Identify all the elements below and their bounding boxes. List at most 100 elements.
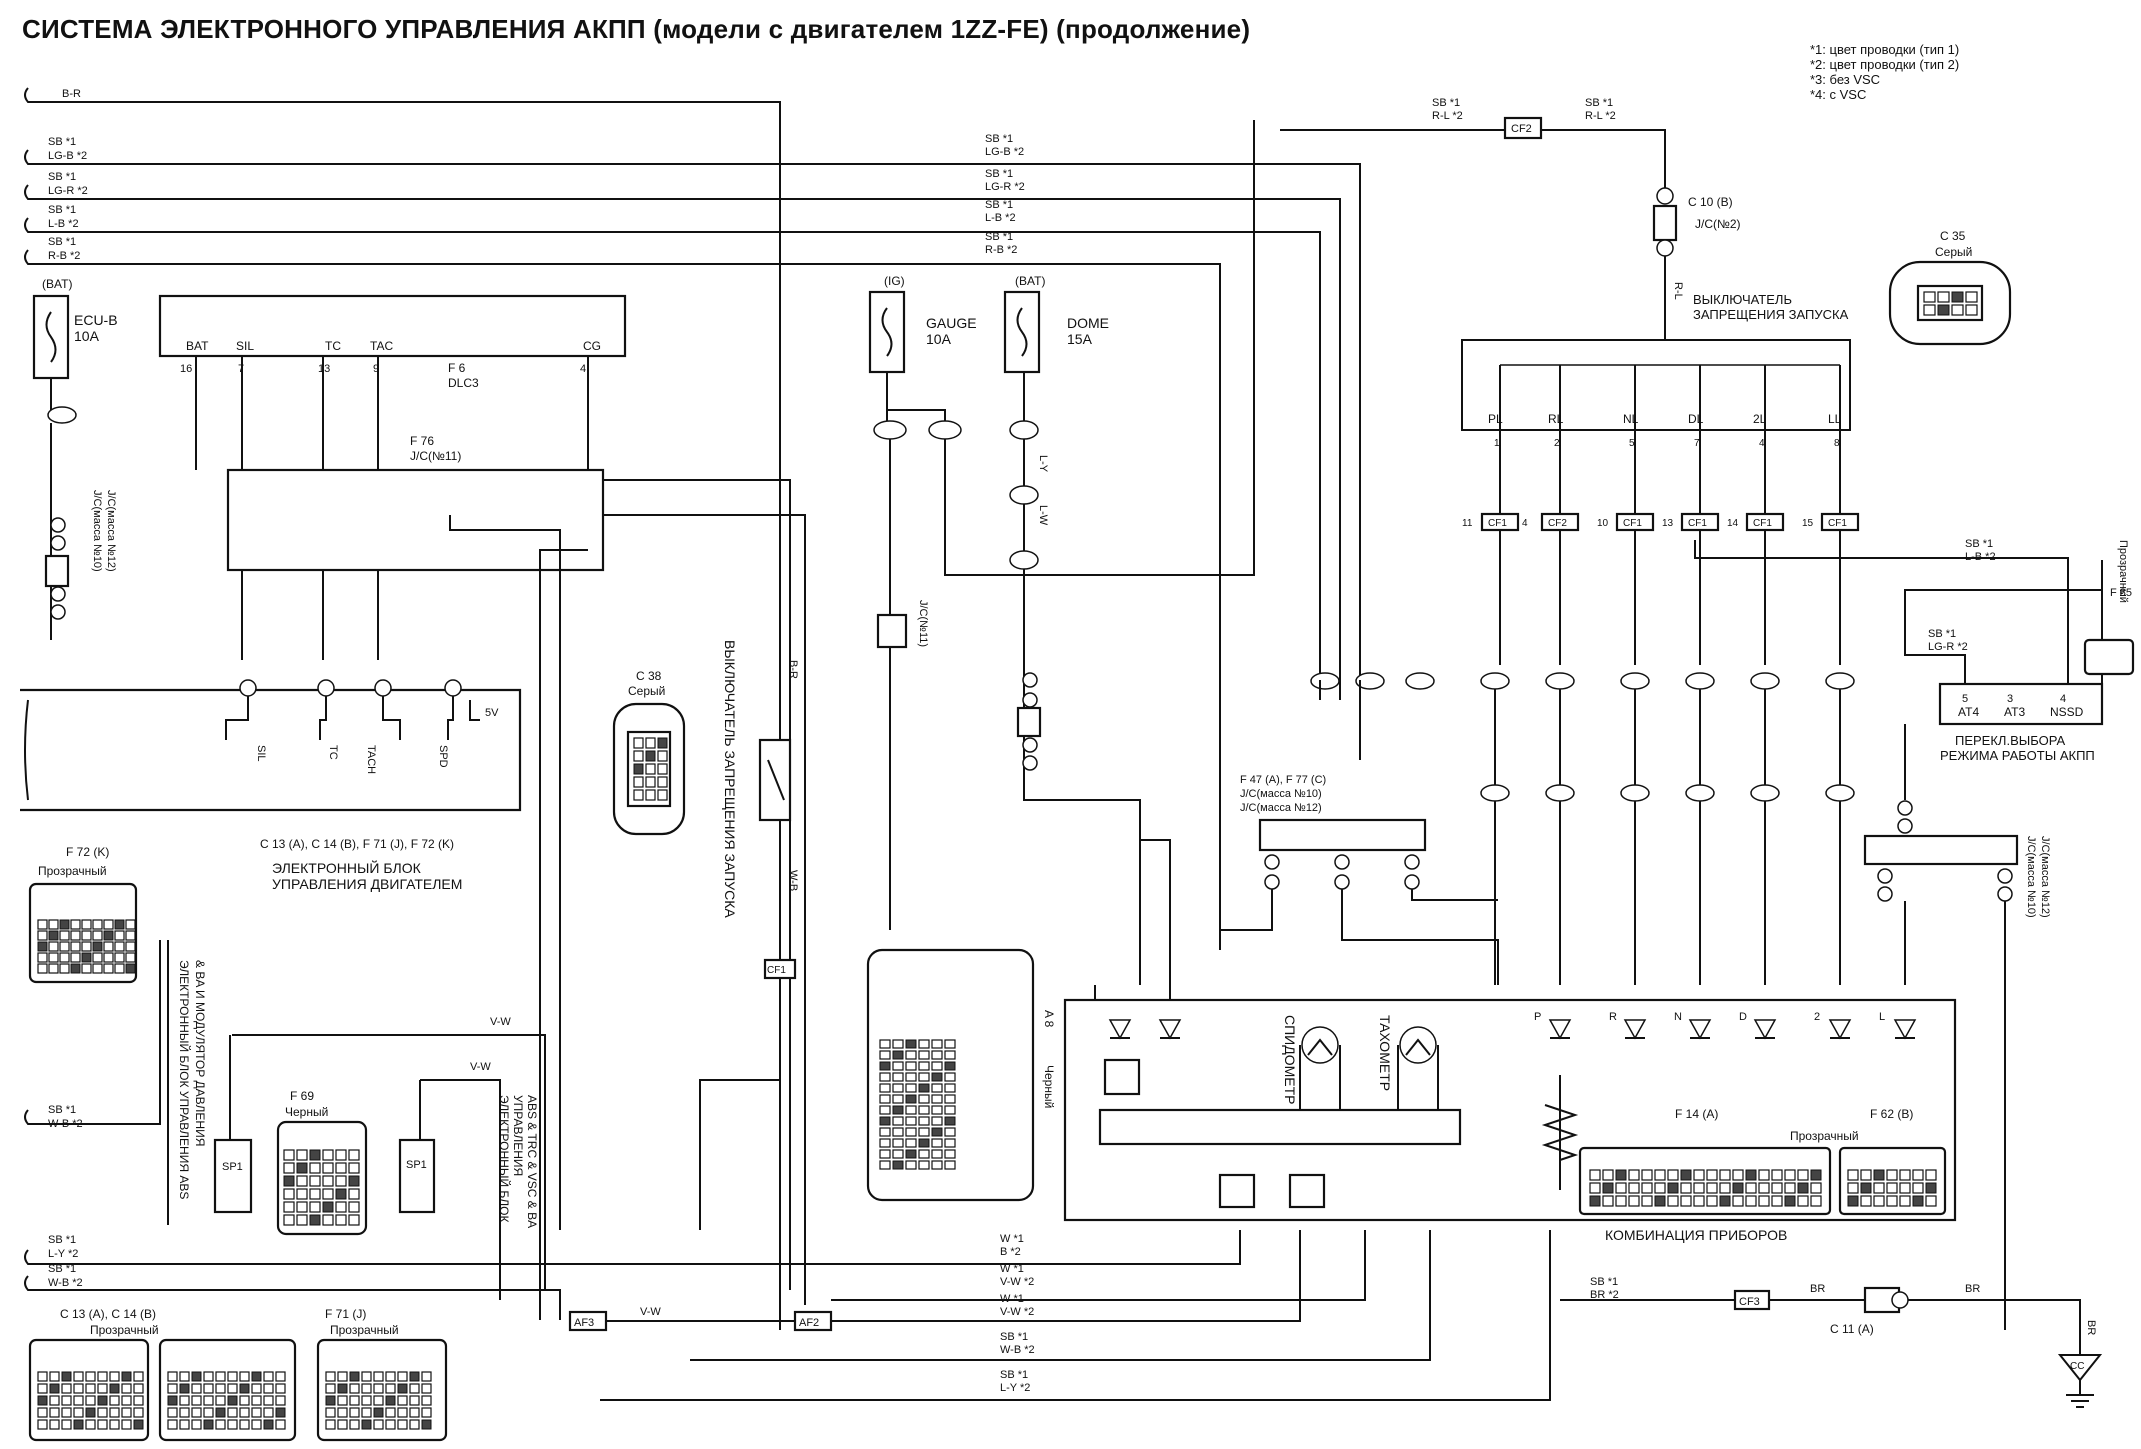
- connector-pin: [167, 1371, 178, 1382]
- connector-pin: [931, 1083, 943, 1093]
- connector-pin: [167, 1383, 178, 1394]
- connector-pin: [263, 1419, 274, 1430]
- dome-wire-l-y: L-Y: [1037, 455, 1049, 473]
- connector-pin: [1923, 291, 1936, 303]
- connector-pin: [918, 1105, 930, 1115]
- connector-pin: [373, 1419, 384, 1430]
- connector-pin: [125, 941, 136, 952]
- connector-pin: [1628, 1169, 1640, 1181]
- f69-label: Черный: [285, 1105, 328, 1119]
- connector-pin: [37, 1383, 48, 1394]
- connector-n: [1825, 784, 1855, 802]
- sp1-right: SP1: [406, 1159, 427, 1171]
- connector-pin: [125, 963, 136, 974]
- connector-pin: [385, 1407, 396, 1418]
- ecu-engine-block: SIL TC TACH SPD 5V C 13 (A), C 14 (B), F…: [20, 679, 522, 892]
- connector-pin: [409, 1371, 420, 1382]
- connector-pin: [61, 1419, 72, 1430]
- shift-position-label: RL: [1548, 412, 1564, 426]
- wire-label-sb1-a: SB *1: [48, 136, 76, 148]
- connector-pin: [239, 1383, 250, 1394]
- connector-pin: [275, 1395, 286, 1406]
- ecu-name-1: ЭЛЕКТРОННЫЙ БЛОК: [272, 859, 422, 876]
- connector-pin: [1680, 1182, 1692, 1194]
- connector-pin: [892, 1127, 904, 1137]
- connector-o: [1480, 672, 1510, 690]
- dlc3-pin-num-9: 9: [373, 363, 379, 375]
- led-label: D: [1739, 1011, 1747, 1023]
- connector-pin: [944, 1072, 956, 1082]
- connector-pin: [37, 941, 48, 952]
- connector-pin: [191, 1395, 202, 1406]
- connector-pin: [348, 1162, 360, 1174]
- dlc3-ref: F 6: [448, 361, 466, 375]
- wire-label-lgr2-a: LG-R *2: [48, 185, 88, 197]
- connector-pin: [203, 1371, 214, 1382]
- connector-pin: [633, 737, 644, 749]
- connector-pin: [1719, 1195, 1731, 1207]
- wire-sb1-cf3: SB *1: [1590, 1276, 1618, 1288]
- connector-pin: [109, 1371, 120, 1382]
- connector-pin: [121, 1395, 132, 1406]
- wire-label-sb1-g: SB *1: [985, 199, 1013, 211]
- connector-pin: [322, 1162, 334, 1174]
- cluster-ref-a: F 14 (A): [1675, 1107, 1718, 1121]
- mode-wire-lb2: L-B *2: [1965, 551, 1996, 563]
- connector-pin: [283, 1201, 295, 1213]
- connector-pin: [61, 1407, 72, 1418]
- connector-pin: [92, 930, 103, 941]
- connector-pin: [373, 1395, 384, 1406]
- connector-n: [1620, 784, 1650, 802]
- connector-pin: [48, 941, 59, 952]
- connector-pin: [1965, 304, 1978, 316]
- connector-pin: [1797, 1182, 1809, 1194]
- connector-pin: [879, 1116, 891, 1126]
- connector-pin: [227, 1407, 238, 1418]
- connector-pin: [325, 1419, 336, 1430]
- connector-pin: [931, 1127, 943, 1137]
- connector-pin: [879, 1160, 891, 1170]
- connector-pin: [49, 1371, 60, 1382]
- abs-blocks: SP1 ЭЛЕКТРОННЫЙ БЛОК УПРАВЛЕНИЯ ABS & BA…: [167, 940, 546, 1300]
- f85-label: Прозрачный: [2117, 540, 2129, 603]
- connector-pin: [191, 1419, 202, 1430]
- connector-pin: [179, 1395, 190, 1406]
- wire-sb1-bot-a: SB *1: [1000, 1331, 1028, 1343]
- jc11-name: J/C(№11): [410, 449, 461, 463]
- connector-pin: [409, 1407, 420, 1418]
- connector-pin: [322, 1201, 334, 1213]
- jc-mass-10-label: J/C(масса №10): [91, 490, 103, 572]
- connector-o: [1355, 672, 1385, 690]
- connector-pin: [931, 1061, 943, 1071]
- connector-pin: [1810, 1195, 1822, 1207]
- ground-cc: CC: [2070, 1361, 2084, 1372]
- f72-ref: F 72 (K): [66, 845, 109, 859]
- led-diode: [1623, 1019, 1647, 1040]
- connector-pin: [944, 1039, 956, 1049]
- connector-pin: [97, 1419, 108, 1430]
- jc-11-block: F 76 J/C(№11): [226, 434, 806, 1320]
- connector-pin: [73, 1419, 84, 1430]
- connector-pin: [322, 1188, 334, 1200]
- connector-pin: [309, 1162, 321, 1174]
- vert-wire-b-r: B-R: [787, 660, 799, 679]
- wire-w1-a: W *1: [1000, 1233, 1024, 1245]
- a8-label: Черный: [1042, 1065, 1056, 1108]
- connector-pin: [1899, 1195, 1911, 1207]
- connector-pin: [645, 737, 656, 749]
- led-label: R: [1609, 1011, 1617, 1023]
- vert-wire-w-b: W-B: [787, 870, 799, 891]
- jc2-name: J/C(№2): [1695, 217, 1741, 231]
- ecu-pin-tach: TACH: [365, 745, 377, 774]
- wire-ly2-b: L-Y *2: [1000, 1382, 1030, 1394]
- connector-pin: [251, 1383, 262, 1394]
- cf-label: CF1: [1828, 518, 1847, 529]
- connector-pin: [1719, 1169, 1731, 1181]
- connector-pin: [892, 1061, 904, 1071]
- connector-pin: [385, 1383, 396, 1394]
- connector-pin: [918, 1083, 930, 1093]
- connector-pin: [1589, 1169, 1601, 1181]
- mode-switch: 5 3 4 AT4 AT3 NSSD ПЕРЕКЛ.ВЫБОРА РЕЖИМА …: [1694, 538, 2135, 800]
- wire-label-lgb2-a: LG-B *2: [48, 150, 87, 162]
